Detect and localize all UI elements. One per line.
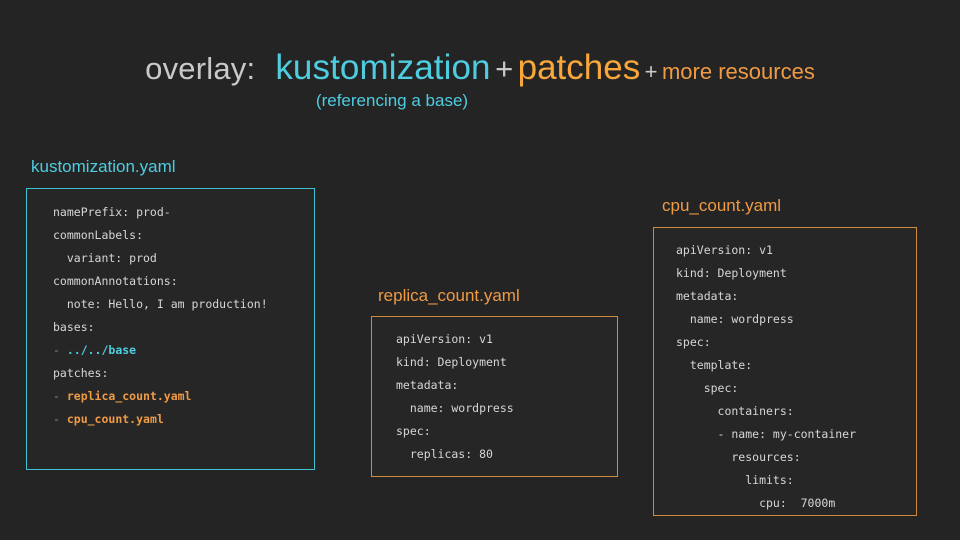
title-line: overlay: kustomization + patches + more r… <box>0 48 960 87</box>
code-token: commonLabels: <box>53 228 144 242</box>
code-token: variant: prod <box>53 251 157 265</box>
plus-operator-1: + <box>495 51 514 86</box>
code-token: template: <box>676 358 753 372</box>
code-token: commonAnnotations: <box>53 274 178 288</box>
code-token: apiVersion: v1 <box>396 332 493 346</box>
code-token: replicas: 80 <box>396 447 493 461</box>
overlay-label: overlay: <box>145 51 256 86</box>
code-line: containers: <box>676 400 856 423</box>
code-token: - name: my-container <box>676 427 857 441</box>
code-token: apiVersion: v1 <box>676 243 773 257</box>
code-line: metadata: <box>676 285 856 308</box>
code-token: kind: Deployment <box>396 355 507 369</box>
code-line: note: Hello, I am production! <box>53 293 268 316</box>
term-kustomization: kustomization <box>275 48 491 87</box>
code-token: metadata: <box>396 378 459 392</box>
code-line: limits: <box>676 469 856 492</box>
code-line: name: wordpress <box>396 397 514 420</box>
panel-label-replica-count: replica_count.yaml <box>378 286 520 305</box>
code-line: template: <box>676 354 856 377</box>
code-token: - <box>53 343 67 357</box>
code-token: name: wordpress <box>676 312 794 326</box>
code-token: limits: <box>676 473 794 487</box>
code-token: - <box>53 412 67 426</box>
code-line: variant: prod <box>53 247 268 270</box>
code-token: resources: <box>676 450 801 464</box>
code-block-kustomization: namePrefix: prod-commonLabels: variant: … <box>53 201 268 431</box>
code-line: apiVersion: v1 <box>676 239 856 262</box>
code-line: name: wordpress <box>676 308 856 331</box>
term-more-resources: more resources <box>661 59 815 84</box>
code-token: containers: <box>676 404 794 418</box>
code-token: metadata: <box>676 289 739 303</box>
code-token: name: wordpress <box>396 401 514 415</box>
panel-label-cpu-count: cpu_count.yaml <box>662 196 782 215</box>
code-line: patches: <box>53 362 268 385</box>
code-token: - <box>53 389 67 403</box>
code-box-kustomization: namePrefix: prod-commonLabels: variant: … <box>26 188 315 470</box>
code-token: note: Hello, I am production! <box>53 297 268 311</box>
code-line: kind: Deployment <box>396 351 514 374</box>
code-token: replica_count.yaml <box>66 389 192 403</box>
code-line: spec: <box>676 377 856 400</box>
code-line: bases: <box>53 316 268 339</box>
code-token: spec: <box>396 424 431 438</box>
code-token: kind: Deployment <box>676 266 787 280</box>
term-patches: patches <box>517 48 641 87</box>
code-token: bases: <box>53 320 95 334</box>
code-line: - ../../base <box>53 339 268 362</box>
code-line: apiVersion: v1 <box>396 328 514 351</box>
code-token: namePrefix: prod- <box>53 205 171 219</box>
subtitle-referencing-base: (referencing a base) <box>315 90 469 110</box>
code-token: patches: <box>53 366 109 380</box>
code-token: cpu: 7000m <box>676 496 836 510</box>
title-block: overlay: kustomization + patches + more r… <box>0 48 960 111</box>
code-line: kind: Deployment <box>676 262 856 285</box>
code-token: cpu_count.yaml <box>66 412 164 426</box>
code-line: resources: <box>676 446 856 469</box>
code-line: - name: my-container <box>676 423 856 446</box>
code-line: spec: <box>676 331 856 354</box>
code-line: commonLabels: <box>53 224 268 247</box>
plus-operator-2: + <box>644 59 658 84</box>
code-line: - cpu_count.yaml <box>53 408 268 431</box>
code-line: commonAnnotations: <box>53 270 268 293</box>
code-line: spec: <box>396 420 514 443</box>
code-line: metadata: <box>396 374 514 397</box>
code-line: replicas: 80 <box>396 443 514 466</box>
code-line: - replica_count.yaml <box>53 385 268 408</box>
code-line: namePrefix: prod- <box>53 201 268 224</box>
code-token: spec: <box>676 381 739 395</box>
code-line: cpu: 7000m <box>676 492 856 515</box>
code-token: ../../base <box>66 343 137 357</box>
code-token: spec: <box>676 335 711 349</box>
panel-label-kustomization: kustomization.yaml <box>31 157 176 176</box>
